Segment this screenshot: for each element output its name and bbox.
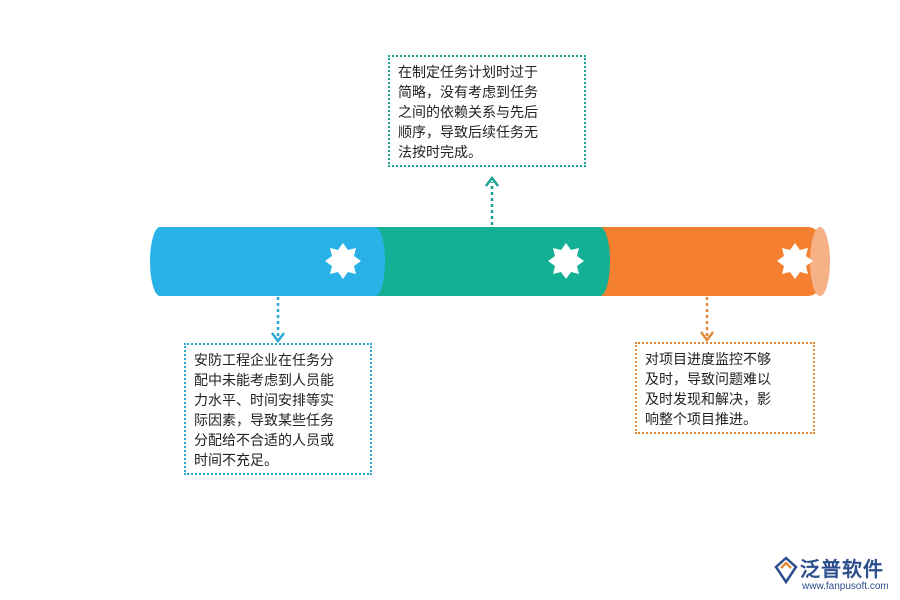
note-right: 对项目进度监控不够 及时，导致问题难以 及时发现和解决，影 响整个项目推进。 bbox=[635, 342, 815, 434]
connector-right bbox=[700, 297, 714, 343]
connector-left bbox=[271, 297, 285, 344]
note-left: 安防工程企业在任务分 配中未能考虑到人员能 力水平、时间安排等实 际因素，导致某… bbox=[184, 343, 372, 475]
connector-top bbox=[485, 175, 499, 225]
badge-icon-blue bbox=[325, 243, 361, 279]
logo-icon bbox=[774, 556, 798, 585]
logo-url: www.fanpusoft.com bbox=[802, 581, 889, 592]
tube-end-cap bbox=[810, 227, 830, 296]
note-top: 在制定任务计划时过于 简略，没有考虑到任务 之间的依赖关系与先后 顺序，导致后续… bbox=[388, 55, 586, 167]
badge-icon-green bbox=[548, 243, 584, 279]
segment-green bbox=[362, 227, 610, 296]
brand-logo: 泛普软件 www.fanpusoft.com bbox=[772, 553, 897, 597]
logo-name: 泛普软件 bbox=[800, 557, 884, 581]
badge-icon-orange bbox=[777, 243, 813, 279]
